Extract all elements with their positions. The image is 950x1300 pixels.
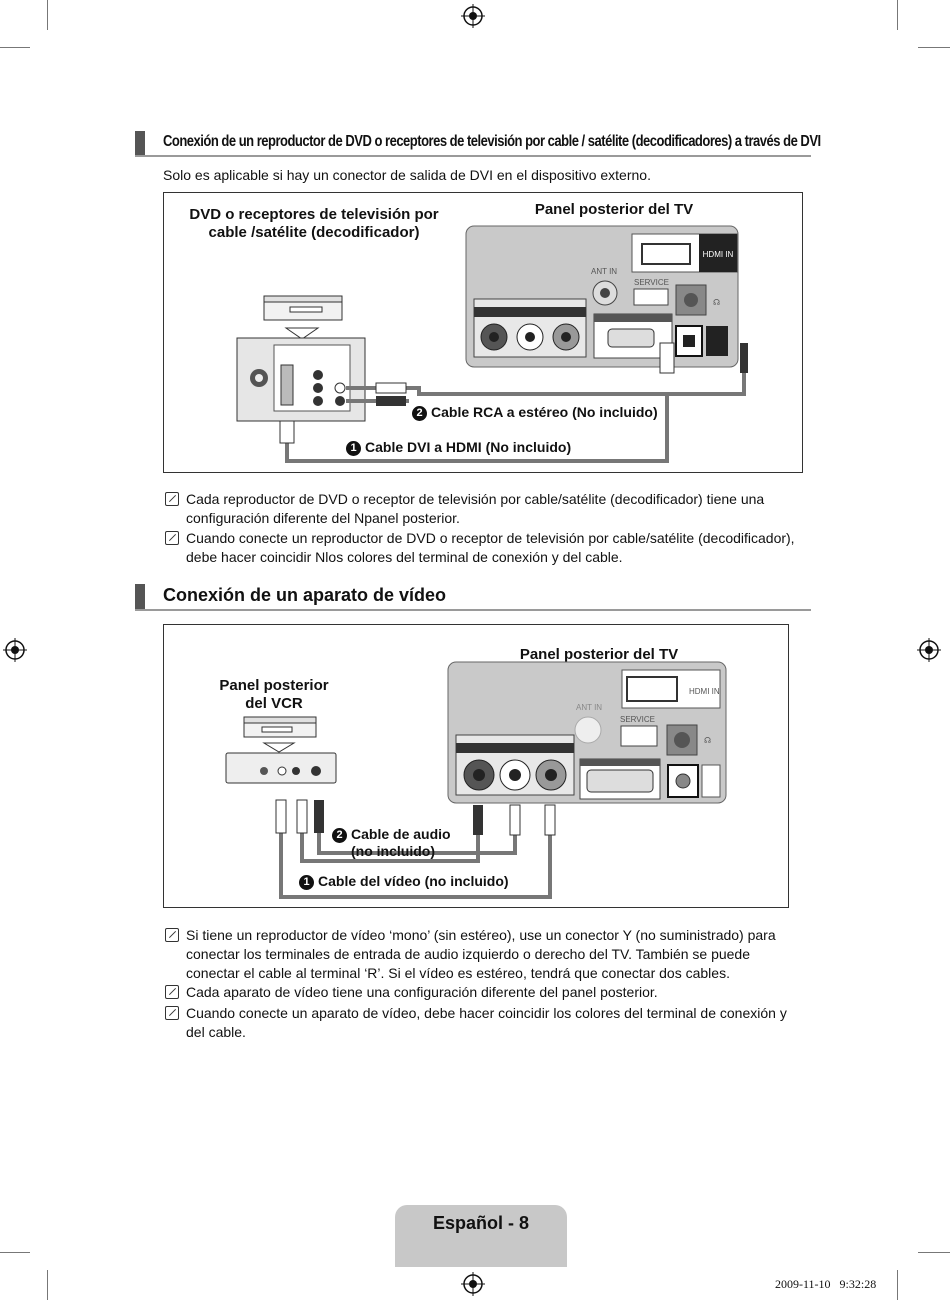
crop-mark: [0, 1252, 30, 1253]
dvd-diagram-drawing: HDMI IN ANT IN SERVICE ☊: [236, 225, 748, 463]
dvd-connection-diagram: DVD o receptores de televisión por cable…: [163, 192, 803, 473]
note-item: Cada aparato de vídeo tiene una configur…: [165, 983, 805, 1002]
note-item: Si tiene un reproductor de vídeo ‘mono’ …: [165, 926, 805, 983]
crop-mark: [897, 1270, 898, 1300]
registration-mark-icon: [917, 638, 941, 662]
vcr-tv-panel-label: Panel posterior del TV: [519, 646, 679, 663]
cable-number-badge: 2: [332, 828, 347, 843]
svg-text:ANT IN: ANT IN: [591, 267, 617, 276]
note-icon: [165, 928, 179, 942]
crop-mark: [0, 47, 30, 48]
cable-number-badge: 1: [346, 441, 361, 456]
crop-mark: [897, 0, 898, 30]
registration-mark-icon: [461, 1272, 485, 1296]
crop-mark: [918, 47, 950, 48]
dvd-tv-panel-label: Panel posterior del TV: [534, 201, 694, 218]
page-number-tab: Español - 8: [395, 1205, 567, 1267]
note-icon: [165, 492, 179, 506]
crop-mark: [918, 1252, 950, 1253]
svg-text:☊: ☊: [713, 298, 720, 307]
registration-mark-icon: [461, 4, 485, 28]
page-number: Español - 8: [432, 1213, 530, 1233]
svg-text:☊: ☊: [704, 736, 711, 745]
cable-number-badge: 2: [412, 406, 427, 421]
section2-title: Conexión de un aparato de vídeo: [163, 585, 447, 605]
crop-mark: [47, 1270, 48, 1300]
note-item: Cuando conecte un aparato de vídeo, debe…: [165, 1004, 805, 1042]
section2-heading: Conexión de un aparato de vídeo: [135, 584, 811, 611]
svg-text:SERVICE: SERVICE: [620, 715, 655, 724]
section1-intro: Solo es aplicable si hay un conector de …: [163, 167, 651, 183]
crop-mark: [47, 0, 48, 30]
section1-heading: Conexión de un reproductor de DVD o rece…: [135, 131, 821, 157]
print-timestamp: 2009-11-10 9:32:28: [775, 1277, 877, 1291]
svg-text:HDMI IN: HDMI IN: [703, 250, 734, 259]
svg-text:SERVICE: SERVICE: [634, 278, 669, 287]
dvd-device-label: DVD o receptores de televisión por cable…: [189, 206, 439, 241]
section1-title: Conexión de un reproductor de DVD o rece…: [163, 133, 821, 150]
note-item: Cada reproductor de DVD o receptor de te…: [165, 490, 805, 528]
registration-mark-icon: [3, 638, 27, 662]
vcr-diagram-drawing: HDMI IN ANT IN SERVICE ☊: [225, 661, 727, 899]
note-icon: [165, 1006, 179, 1020]
note-item: Cuando conecte un reproductor de DVD o r…: [165, 529, 805, 567]
note-icon: [165, 985, 179, 999]
svg-text:ANT IN: ANT IN: [576, 703, 602, 712]
vcr-connection-diagram: Panel posterior del TV Panel posterior d…: [163, 624, 789, 908]
cable-number-badge: 1: [299, 875, 314, 890]
vcr-panel-label: Panel posterior del VCR: [219, 677, 329, 712]
note-icon: [165, 531, 179, 545]
svg-text:HDMI IN: HDMI IN: [689, 687, 720, 696]
